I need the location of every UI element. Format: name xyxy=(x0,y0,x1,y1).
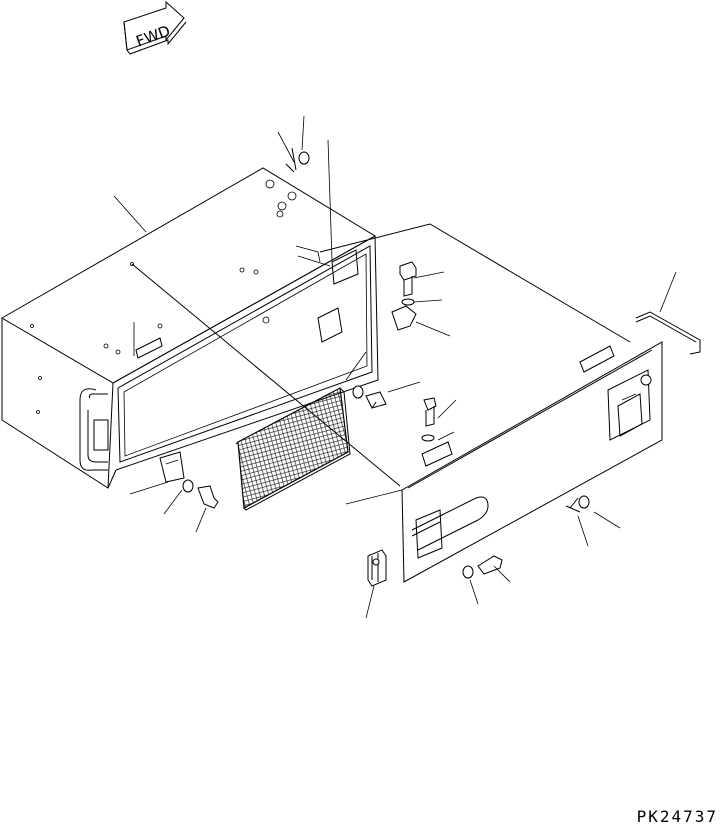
bolt-set-lower-left xyxy=(182,479,219,509)
fwd-arrow-icon: FWD xyxy=(123,0,187,55)
box-latch-bracket xyxy=(159,451,185,483)
toolbox-body xyxy=(1,167,379,489)
cover-panel xyxy=(131,223,701,583)
bolt-set-upper xyxy=(391,261,417,331)
bolt-set-lower-right xyxy=(462,495,590,579)
bolt-set-middle xyxy=(352,385,437,442)
leader-lines xyxy=(113,115,677,619)
mesh-screen xyxy=(235,387,351,511)
latch-hook xyxy=(367,549,387,587)
drawing-code: PK24737 xyxy=(636,807,718,826)
top-washer xyxy=(285,147,310,173)
